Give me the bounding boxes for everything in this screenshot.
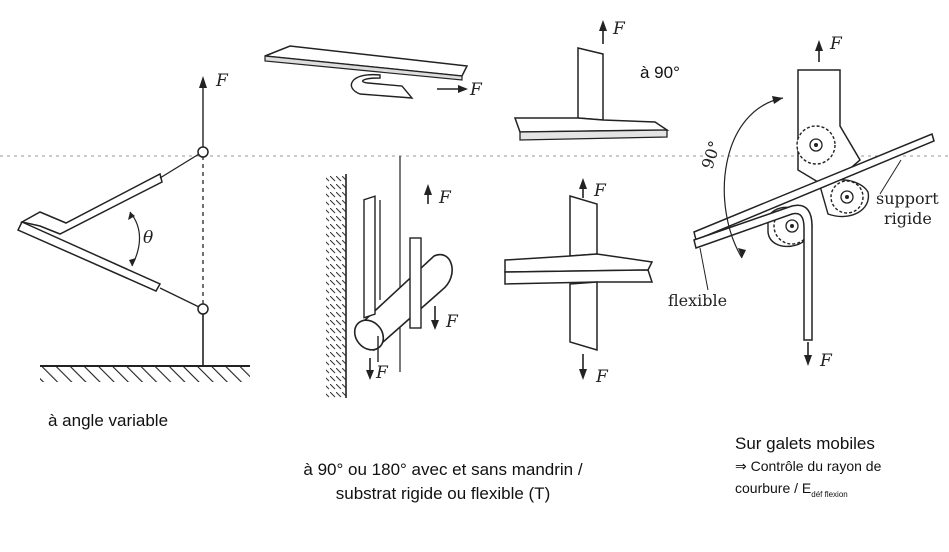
- ninety-degree-arc: [723, 97, 784, 259]
- caption-rollers-line2: ⇒ Contrôle du rayon de: [735, 458, 882, 474]
- variable-angle-setup: [16, 76, 250, 382]
- flexible-label: flexible: [668, 291, 727, 310]
- ninety-degree-setup: [513, 20, 670, 141]
- ground-hatch: [40, 366, 250, 382]
- caption-mandrel-line1: à 90° ou 180° avec et sans mandrin /: [303, 460, 583, 479]
- pivot-bottom: [197, 303, 209, 315]
- theta-arc: [129, 211, 141, 267]
- support-label-line1: support: [876, 189, 939, 208]
- theta-label: θ: [143, 228, 153, 248]
- caption-rollers-line3: courbure / Edéf flexion: [735, 477, 881, 506]
- force-arrowhead: [199, 76, 207, 88]
- support-label-line2: rigide: [884, 209, 932, 228]
- wall-hatch: [326, 174, 346, 398]
- ninety-degree-arc-label: 90°: [698, 138, 725, 171]
- caption-rollers-line3-main: courbure / E: [735, 480, 812, 496]
- t-peel-setup: [504, 178, 654, 380]
- ninety-degree-label: à 90°: [640, 63, 680, 82]
- film-strip: [19, 172, 163, 235]
- caption-variable-angle: à angle variable: [48, 411, 169, 430]
- caption-rollers-subscript: déf flexion: [811, 489, 848, 499]
- force-label-mandrel-bottom: F: [375, 363, 389, 383]
- force-label-variable: F: [215, 71, 229, 91]
- substrate-strip: [16, 221, 162, 292]
- lap-plate-setup: [264, 45, 469, 99]
- force-label-mandrel-up: F: [438, 188, 452, 208]
- pivot-top: [197, 146, 209, 158]
- force-label-tpeel-up: F: [593, 181, 607, 201]
- force-label-lap: F: [469, 80, 483, 100]
- mandrel-cylinder: [364, 253, 453, 352]
- rigid-support-bar: [693, 132, 935, 242]
- rollers-setup: [693, 40, 935, 366]
- caption-mandrel-line2: substrat rigide ou flexible (T): [335, 484, 551, 503]
- force-label-rollers-down: F: [819, 351, 833, 371]
- caption-mandrel: à 90° ou 180° avec et sans mandrin / sub…: [263, 458, 623, 506]
- flexible-strip: [693, 204, 813, 341]
- force-label-rollers-up: F: [829, 34, 843, 54]
- caption-rollers-title: Sur galets mobiles: [735, 434, 875, 453]
- force-label-tpeel-down: F: [595, 367, 609, 387]
- caption-rollers: Sur galets mobiles ⇒ Contrôle du rayon d…: [735, 433, 881, 506]
- mandrel-setup: [326, 156, 453, 398]
- force-label-mandrel-down: F: [445, 312, 459, 332]
- force-label-ninety: F: [612, 19, 626, 39]
